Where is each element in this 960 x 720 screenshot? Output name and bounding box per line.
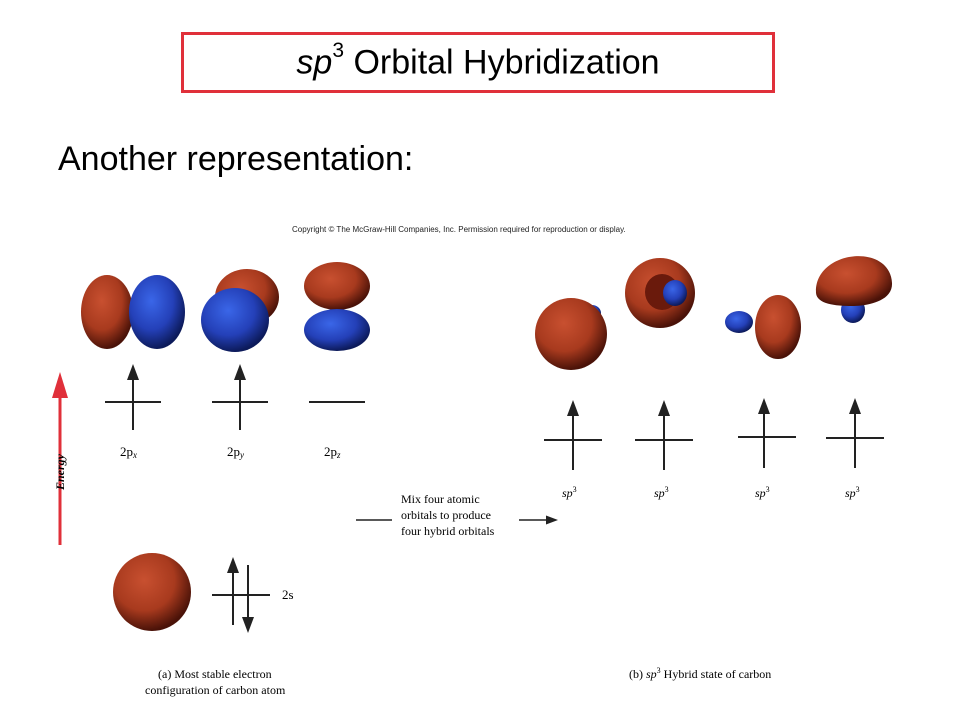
lobe-red <box>815 256 893 306</box>
orbital-2s-sphere <box>113 553 191 631</box>
title-superscript: 3 <box>332 38 345 62</box>
hybrid-orbital-4 <box>815 256 893 323</box>
caption-b: (b) sp3 Hybrid state of carbon <box>629 666 771 681</box>
energy-arrowhead <box>52 372 68 398</box>
lobe-blue <box>725 311 753 333</box>
lobe-blue <box>304 309 370 351</box>
slide-title: sp3 Orbital Hybridization <box>181 32 775 93</box>
lobe-red <box>304 262 370 310</box>
mix-text-line1: Mix four atomic <box>401 492 480 506</box>
lobe-blue <box>201 288 269 352</box>
orbital-2px-lobes <box>81 275 185 349</box>
mix-text-line2: orbitals to produce <box>401 508 491 522</box>
orbital-2pz-lobes <box>304 262 370 351</box>
lobe-blue <box>663 280 687 306</box>
title-prefix: sp <box>296 43 333 82</box>
sp3-levels <box>544 398 884 470</box>
subtitle: Another representation: <box>58 140 414 178</box>
lobe-blue <box>129 275 185 349</box>
title-suffix: Orbital Hybridization <box>344 43 660 82</box>
s-orbital-level <box>212 557 270 633</box>
label-sp3-1: sp3 <box>562 485 577 500</box>
orbital-2py-lobes <box>201 269 279 352</box>
hybrid-orbital-3 <box>725 295 801 359</box>
caption-a-line2: configuration of carbon atom <box>145 683 286 697</box>
caption-a-line1: (a) Most stable electron <box>158 667 272 681</box>
energy-axis-label: Energy <box>53 453 67 491</box>
mix-text-line3: four hybrid orbitals <box>401 524 495 538</box>
p-orbital-levels <box>105 364 365 430</box>
label-2py: 2py <box>227 444 244 460</box>
lobe-red <box>81 275 133 349</box>
label-sp3-3: sp3 <box>755 485 770 500</box>
label-2s: 2s <box>282 587 294 602</box>
hybrid-orbital-1 <box>535 298 607 370</box>
lobe-red <box>535 298 607 370</box>
label-sp3-4: sp3 <box>845 485 860 500</box>
label-sp3-2: sp3 <box>654 485 669 500</box>
lobe-red <box>755 295 801 359</box>
energy-axis: Energy <box>52 372 68 545</box>
copyright-notice: Copyright © The McGraw-Hill Companies, I… <box>292 225 626 234</box>
hybrid-orbital-2 <box>625 258 695 328</box>
label-2px: 2px <box>120 444 137 460</box>
label-2pz: 2pz <box>324 444 341 460</box>
